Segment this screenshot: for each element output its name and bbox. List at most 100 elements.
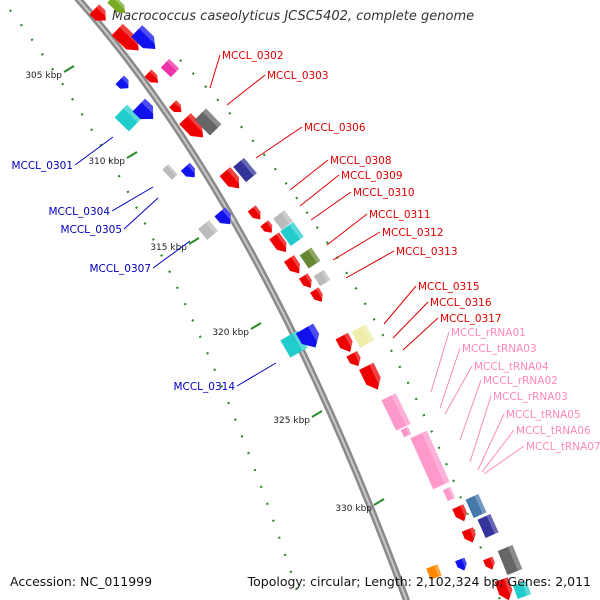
scale-tick bbox=[250, 322, 262, 330]
gene-label-forward[interactable]: MCCL_0303 bbox=[226, 70, 329, 106]
gene-arrow[interactable] bbox=[107, 0, 129, 17]
gene-arrow[interactable] bbox=[115, 75, 133, 93]
gene-block[interactable] bbox=[513, 581, 531, 599]
gene-arrow[interactable] bbox=[180, 162, 200, 181]
gene-arrow[interactable] bbox=[214, 207, 236, 228]
gene-block[interactable] bbox=[160, 58, 180, 78]
gene-arrow[interactable] bbox=[346, 351, 364, 369]
gene-arrow-shape bbox=[455, 557, 467, 571]
gene-label-reverse[interactable]: MCCL_0304 bbox=[48, 186, 154, 218]
gene-label-text: MCCL_0307 bbox=[89, 263, 151, 275]
gene-block-shape bbox=[400, 426, 412, 438]
gene-arrow[interactable] bbox=[295, 323, 325, 352]
gene-arrow[interactable] bbox=[219, 167, 245, 193]
gene-arrow[interactable] bbox=[131, 25, 161, 55]
gene-block[interactable] bbox=[299, 247, 321, 269]
gene-label-forward[interactable]: MCCL_0317 bbox=[402, 313, 502, 351]
gene-arrow[interactable] bbox=[179, 113, 209, 143]
gene-arrow[interactable] bbox=[461, 527, 479, 544]
gene-label-rna[interactable]: MCCL_tRNA06 bbox=[481, 425, 591, 473]
gene-label-rna[interactable]: MCCL_rRNA02 bbox=[459, 375, 558, 441]
gene-block[interactable] bbox=[162, 164, 178, 180]
gene-label-forward[interactable]: MCCL_0310 bbox=[310, 187, 415, 221]
gene-block[interactable] bbox=[442, 486, 456, 502]
gene-block[interactable] bbox=[114, 104, 142, 132]
gene-block[interactable] bbox=[313, 269, 331, 287]
gene-arrow[interactable] bbox=[310, 287, 326, 304]
gene-block[interactable] bbox=[194, 108, 222, 136]
gene-label-rna[interactable]: MCCL_tRNA07 bbox=[483, 441, 600, 475]
label-leader-line bbox=[402, 317, 439, 351]
gene-arrow[interactable] bbox=[260, 220, 276, 236]
gene-block[interactable] bbox=[400, 426, 412, 438]
gene-arrow[interactable] bbox=[335, 332, 357, 355]
gene-arrow[interactable] bbox=[455, 557, 469, 573]
gene-label-rna[interactable]: MCCL_tRNA04 bbox=[444, 361, 549, 415]
gene-gloss bbox=[405, 426, 412, 435]
gene-arrow[interactable] bbox=[494, 577, 516, 600]
gene-arrow-shape bbox=[247, 205, 261, 220]
gene-block[interactable] bbox=[381, 393, 411, 431]
gene-arrow-shape bbox=[335, 332, 353, 352]
gene-arrow-shape bbox=[295, 323, 320, 348]
gene-arrow[interactable] bbox=[247, 205, 265, 222]
gene-block[interactable] bbox=[273, 210, 293, 230]
gene-label-rna[interactable]: MCCL_rRNA01 bbox=[430, 327, 526, 393]
gene-block[interactable] bbox=[351, 324, 375, 348]
gene-label-reverse[interactable]: MCCL_0301 bbox=[11, 136, 114, 172]
gene-label-rna[interactable]: MCCL_rRNA03 bbox=[469, 391, 568, 463]
gene-arrow-shape bbox=[452, 504, 467, 522]
gene-arrow[interactable] bbox=[144, 69, 162, 87]
gene-gloss bbox=[461, 557, 469, 570]
gene-label-reverse[interactable]: MCCL_0305 bbox=[60, 197, 159, 236]
gene-block[interactable] bbox=[497, 544, 523, 576]
gene-arrow-shape bbox=[180, 162, 195, 178]
gene-block[interactable] bbox=[233, 157, 257, 183]
gene-block[interactable] bbox=[410, 430, 450, 490]
gene-arrow[interactable] bbox=[359, 362, 385, 393]
gene-block[interactable] bbox=[426, 564, 442, 580]
gene-label-text: MCCL_0310 bbox=[353, 187, 415, 199]
gene-label-reverse[interactable]: MCCL_0314 bbox=[173, 362, 277, 393]
gene-block-shape bbox=[513, 581, 531, 599]
gene-label-forward[interactable]: MCCL_0315 bbox=[383, 281, 480, 325]
label-leader-line bbox=[326, 213, 368, 246]
gene-arrow[interactable] bbox=[169, 100, 185, 116]
gene-gloss bbox=[112, 0, 129, 12]
gene-label-forward[interactable]: MCCL_0309 bbox=[299, 170, 403, 207]
gene-gloss bbox=[489, 556, 497, 569]
gene-block[interactable] bbox=[465, 494, 487, 518]
gene-block[interactable] bbox=[477, 514, 499, 538]
gene-arrow[interactable] bbox=[89, 4, 111, 25]
gene-arrow[interactable] bbox=[299, 273, 315, 290]
gene-label-rna[interactable]: MCCL_tRNA05 bbox=[477, 409, 581, 471]
label-leader-line bbox=[332, 231, 381, 261]
gene-gloss bbox=[149, 69, 162, 82]
gene-arrow-shape bbox=[494, 577, 513, 600]
gene-label-forward[interactable]: MCCL_0311 bbox=[326, 209, 431, 246]
label-leader-line bbox=[383, 285, 417, 325]
gene-label-forward[interactable]: MCCL_0302 bbox=[209, 50, 284, 89]
gene-label-forward[interactable]: MCCL_0313 bbox=[345, 246, 458, 279]
scale-tick bbox=[126, 151, 138, 159]
gene-arrow[interactable] bbox=[132, 98, 160, 126]
gene-arrow[interactable] bbox=[283, 255, 305, 277]
gene-label-forward[interactable]: MCCL_0312 bbox=[332, 227, 444, 261]
gene-arrow[interactable] bbox=[483, 556, 497, 572]
gene-label-rna[interactable]: MCCL_tRNA03 bbox=[439, 343, 537, 409]
gene-block[interactable] bbox=[198, 220, 218, 240]
gene-arrow-shape bbox=[483, 556, 495, 570]
label-leader-line bbox=[74, 136, 114, 166]
gene-label-text: MCCL_tRNA03 bbox=[462, 343, 537, 355]
gene-label-text: MCCL_0309 bbox=[341, 170, 403, 182]
gene-label-forward[interactable]: MCCL_0316 bbox=[392, 297, 492, 339]
label-leader-line bbox=[123, 197, 159, 230]
label-leader-line bbox=[209, 54, 221, 89]
gene-label-reverse[interactable]: MCCL_0307 bbox=[89, 240, 191, 275]
gene-gloss bbox=[508, 544, 523, 571]
gene-arrow[interactable] bbox=[269, 232, 291, 255]
gene-block[interactable] bbox=[280, 222, 304, 246]
gene-arrow[interactable] bbox=[452, 504, 470, 523]
gene-label-forward[interactable]: MCCL_0306 bbox=[255, 122, 366, 159]
gene-label-forward[interactable]: MCCL_0308 bbox=[289, 155, 392, 191]
